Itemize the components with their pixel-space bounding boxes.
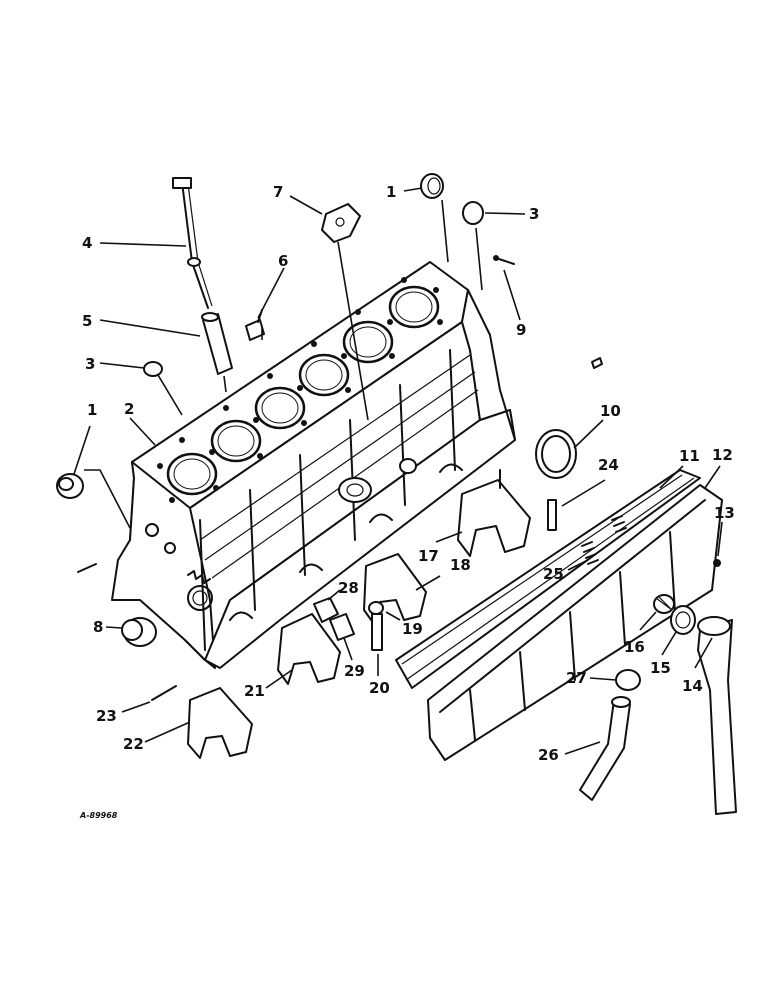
callout-12: 12 [712,446,733,464]
callout-11: 11 [679,447,700,465]
callout-9: 9 [516,321,526,339]
callout-27: 27 [566,669,587,687]
callout-23: 23 [96,707,117,725]
callout-20: 20 [369,679,390,697]
drawing-code: A-89968 [79,811,118,820]
callout-6: 6 [278,252,288,270]
callout-1-left: 1 [87,401,97,419]
leader-lines [73,187,723,755]
callout-3-left: 3 [85,355,95,373]
callout-17: 17 [418,547,439,565]
callout-5: 5 [82,312,92,330]
callout-22: 22 [123,735,144,753]
cylinder-bores [166,285,440,496]
callout-4: 4 [82,234,92,252]
head-bolt-holes [157,277,443,503]
callout-29: 29 [344,662,365,680]
callout-24: 24 [598,456,619,474]
callout-10: 10 [600,402,621,420]
callout-19: 19 [402,620,423,638]
callout-1-top: 1 [386,183,396,201]
callout-26: 26 [538,746,559,764]
callout-14: 14 [682,677,703,695]
loose-parts [56,173,737,815]
callout-2: 2 [124,400,134,418]
callout-21: 21 [244,682,265,700]
callout-18: 18 [450,556,471,574]
callout-15: 15 [650,659,671,677]
callout-16: 16 [624,638,645,656]
callout-3-right: 3 [529,205,539,223]
callout-25: 25 [543,565,564,583]
callout-8: 8 [93,618,103,636]
callout-labels: 1 1 2 3 3 4 5 6 7 8 9 10 11 12 13 14 15 … [82,183,735,764]
callout-13: 13 [714,504,735,522]
callout-28: 28 [338,579,359,597]
callout-7: 7 [273,183,283,201]
cylinder-block [111,261,516,669]
